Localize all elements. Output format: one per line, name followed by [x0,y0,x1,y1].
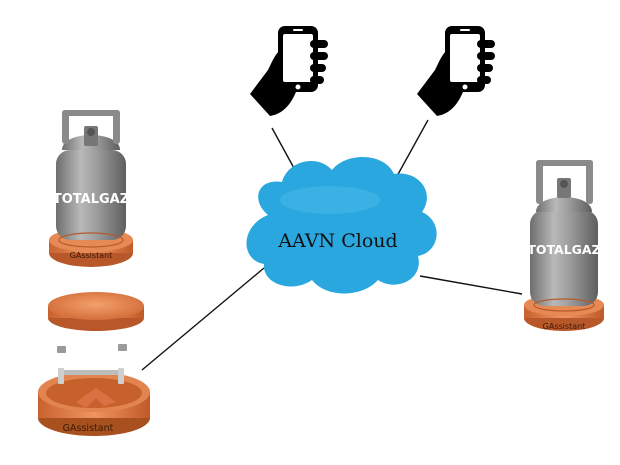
gassistant-label-top: GAssistant [70,251,113,260]
gassistant-label-right: GAssistant [543,322,586,331]
hand-holding-phone-icon [250,26,328,116]
aavn-cloud: AAVN Cloud [246,156,437,294]
cloud-highlight [280,186,380,214]
connection-line-device-left [141,267,265,371]
connection-line-cylinder-right [419,275,523,295]
gas-cylinder-left: GAssistant TOTALGAZ [49,110,133,267]
cylinder-brand-left: TOTALGAZ [53,192,129,207]
gassistant-label-bottom: GAssistant [63,423,114,434]
load-sensor-pins [57,344,127,353]
cloud-shape [246,156,437,294]
hand-holding-phone-icon [417,26,495,116]
cylinder-brand-right: TOTALGAZ [527,242,600,257]
gassistant-device-left: GAssistant [38,368,150,436]
cloud-label: AAVN Cloud [277,230,397,252]
gassistant-lid [48,292,144,331]
gas-cylinder-right: GAssistant TOTALGAZ [524,160,604,331]
